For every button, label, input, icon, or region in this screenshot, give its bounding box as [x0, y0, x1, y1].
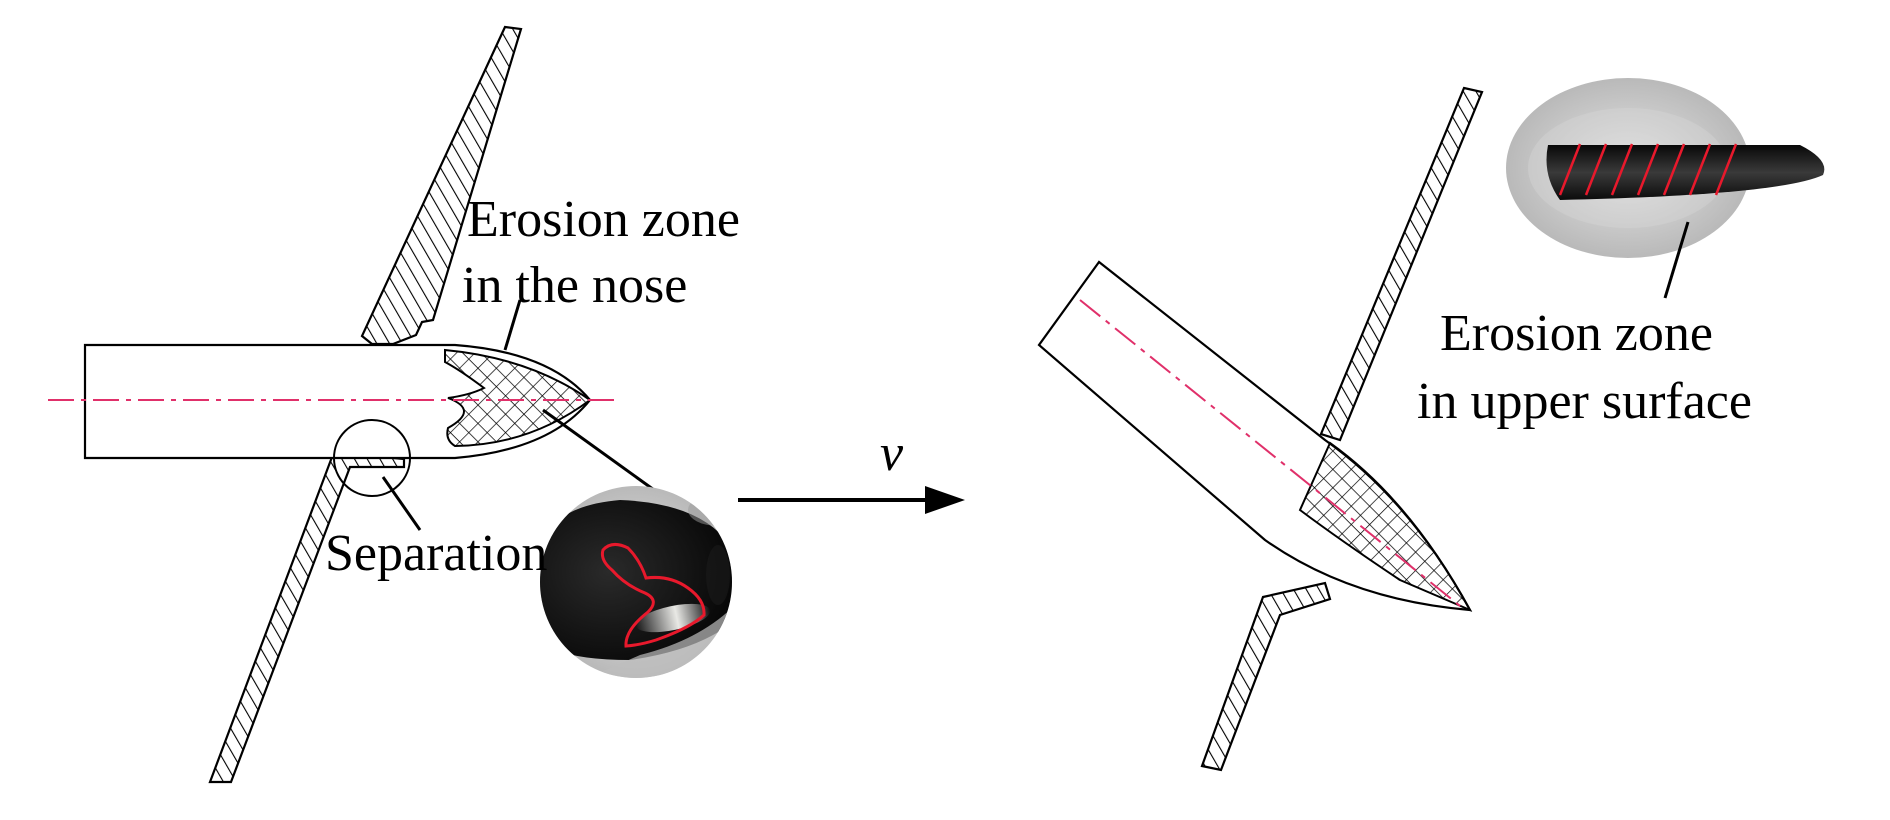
leader-separation	[381, 476, 422, 531]
label-velocity: v	[880, 425, 904, 482]
velocity-arrow	[738, 486, 965, 514]
nose-photo-inset	[540, 486, 732, 678]
label-erosion-nose-line2: in the nose	[462, 257, 687, 314]
upper-surface-photo-inset	[1506, 78, 1825, 299]
label-separation: Separation	[325, 525, 547, 582]
right-erosion-zone	[1298, 441, 1473, 613]
right-panel	[1037, 86, 1484, 772]
label-erosion-upper-line2: in upper surface	[1417, 373, 1752, 430]
upper-plate	[360, 25, 523, 346]
right-lower-plate	[1200, 581, 1332, 772]
label-erosion-upper-line1: Erosion zone	[1440, 305, 1713, 362]
leader-to-photo	[542, 408, 669, 502]
right-centerline	[1079, 299, 1466, 611]
upper-surface-erosion-marks	[1558, 143, 1738, 196]
nose-erosion-zone	[444, 348, 592, 448]
lower-plate	[208, 453, 406, 784]
photo-erosion-outline	[600, 543, 706, 648]
leader-nose	[503, 299, 522, 351]
left-panel	[48, 25, 669, 784]
separation-circle	[333, 419, 411, 497]
right-upper-plate	[1319, 86, 1484, 442]
leader-upper-surface	[1663, 221, 1690, 299]
label-erosion-nose-line1: Erosion zone	[467, 191, 740, 248]
